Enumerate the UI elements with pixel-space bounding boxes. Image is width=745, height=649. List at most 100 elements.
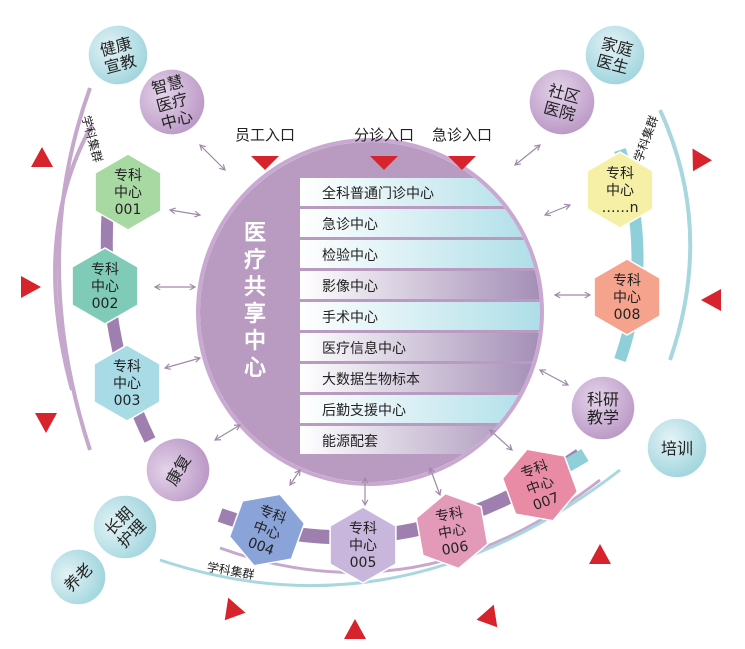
- center-row-label: 影像中心: [322, 279, 378, 295]
- center-row-bg: [300, 271, 540, 299]
- connector-arrow: [428, 466, 442, 497]
- hex-shape: [329, 506, 397, 584]
- center-row-label: 全科普通门诊中心: [322, 185, 434, 202]
- center-row-label: 检验中心: [322, 248, 378, 264]
- left-outer-arc-2: [57, 87, 92, 451]
- connector-arrow: [538, 369, 570, 386]
- circle-shape: [528, 68, 596, 136]
- center-row-bg: [300, 302, 540, 330]
- hex-label-line: 中心: [113, 376, 141, 392]
- hex-label-line: 中心: [606, 183, 634, 199]
- entrance-label: 急诊入口: [432, 126, 492, 144]
- hex-label-line: 003: [114, 393, 141, 409]
- hex-shape: [228, 493, 306, 567]
- hex-label-line: 中心: [613, 290, 641, 306]
- center-row: 全科普通门诊中心: [300, 178, 540, 206]
- center-row: 影像中心: [300, 271, 540, 299]
- specialty-centers: 专科中心001专科中心002专科中心003专科中心004专科中心005专科中心0…: [71, 151, 661, 584]
- hex-label-line: 专科: [349, 521, 377, 537]
- hex-label-line: 中心: [437, 522, 467, 543]
- hex-shape: [93, 344, 161, 422]
- center-row: 急诊中心: [300, 209, 540, 237]
- connector-arrow: [361, 476, 369, 507]
- connector-arrow: [199, 144, 226, 171]
- connector-arrow: [153, 283, 197, 291]
- direction-triangle: [589, 544, 611, 564]
- circle-label-line: 培训: [661, 439, 693, 458]
- circle-label-line: 教学: [587, 408, 619, 427]
- connector-arrow: [163, 356, 202, 370]
- hex-label-line: 专科: [113, 359, 141, 375]
- circle-shape: [49, 548, 107, 606]
- hex-shape: [415, 492, 489, 570]
- hex-label-line: 中心: [349, 538, 377, 554]
- connector-arrow: [543, 203, 572, 217]
- connector-arrow: [553, 291, 592, 299]
- center-row-bg: [300, 209, 540, 237]
- hex-shape: [593, 258, 661, 336]
- hex-label-line: 中心: [91, 279, 119, 295]
- direction-triangle: [31, 147, 53, 167]
- hex-label-line: 专科: [434, 505, 464, 526]
- center-rows: 全科普通门诊中心急诊中心检验中心影像中心手术中心医疗信息中心大数据生物标本后勤支…: [300, 178, 540, 454]
- direction-triangle: [476, 604, 498, 628]
- hex-shape: [586, 151, 654, 229]
- direction-triangle: [21, 276, 41, 298]
- entrance-arrow: [251, 156, 279, 170]
- hex-shape: [71, 247, 139, 325]
- circle-shape: [92, 494, 158, 560]
- connector-arrow: [514, 144, 541, 166]
- direction-triangle: [701, 289, 721, 311]
- hex-shape: [501, 448, 579, 522]
- direction-triangle: [692, 148, 713, 172]
- center-row: 手术中心: [300, 302, 540, 330]
- connectors: [153, 144, 592, 507]
- circle-shape: [646, 417, 708, 479]
- center-row: 检验中心: [300, 240, 540, 268]
- hex-label-line: 006: [441, 539, 470, 559]
- shared-center: 全科普通门诊中心急诊中心检验中心影像中心手术中心医疗信息中心大数据生物标本后勤支…: [196, 138, 544, 486]
- hex-label-line: 002: [92, 296, 119, 312]
- center-title-char: 中: [244, 329, 266, 354]
- center-row-bg: [300, 395, 540, 423]
- center-title-char: 疗: [244, 247, 266, 273]
- circle-shape: [138, 68, 206, 136]
- circle-shape: [87, 24, 149, 86]
- hex-label-line: 008: [614, 307, 641, 323]
- direction-triangle: [224, 597, 246, 621]
- entrance-label: 分诊入口: [354, 126, 414, 144]
- connector-arrow: [168, 207, 202, 218]
- entrances: 员工入口分诊入口急诊入口: [235, 126, 492, 170]
- entrance-arrow: [370, 156, 398, 170]
- hex-label-line: 专科: [114, 168, 142, 184]
- center-title-char: 享: [244, 301, 266, 327]
- hex-label-line: 005: [350, 555, 377, 571]
- center-row: 能源配套: [300, 426, 540, 454]
- center-row-label: 大数据生物标本: [322, 372, 420, 388]
- right-outer-arc: [658, 109, 693, 361]
- service-circle: 养老: [49, 548, 107, 606]
- hex-label-line: 专科: [606, 166, 634, 182]
- left-outer-arc: [53, 124, 94, 391]
- circle-shape: [145, 437, 211, 503]
- center-ring: [196, 138, 544, 486]
- hex-label-line: 专科: [91, 262, 119, 278]
- entrance-arrow: [448, 156, 476, 170]
- circle-shape: [584, 24, 646, 86]
- hex-label-line: 专科: [613, 273, 641, 289]
